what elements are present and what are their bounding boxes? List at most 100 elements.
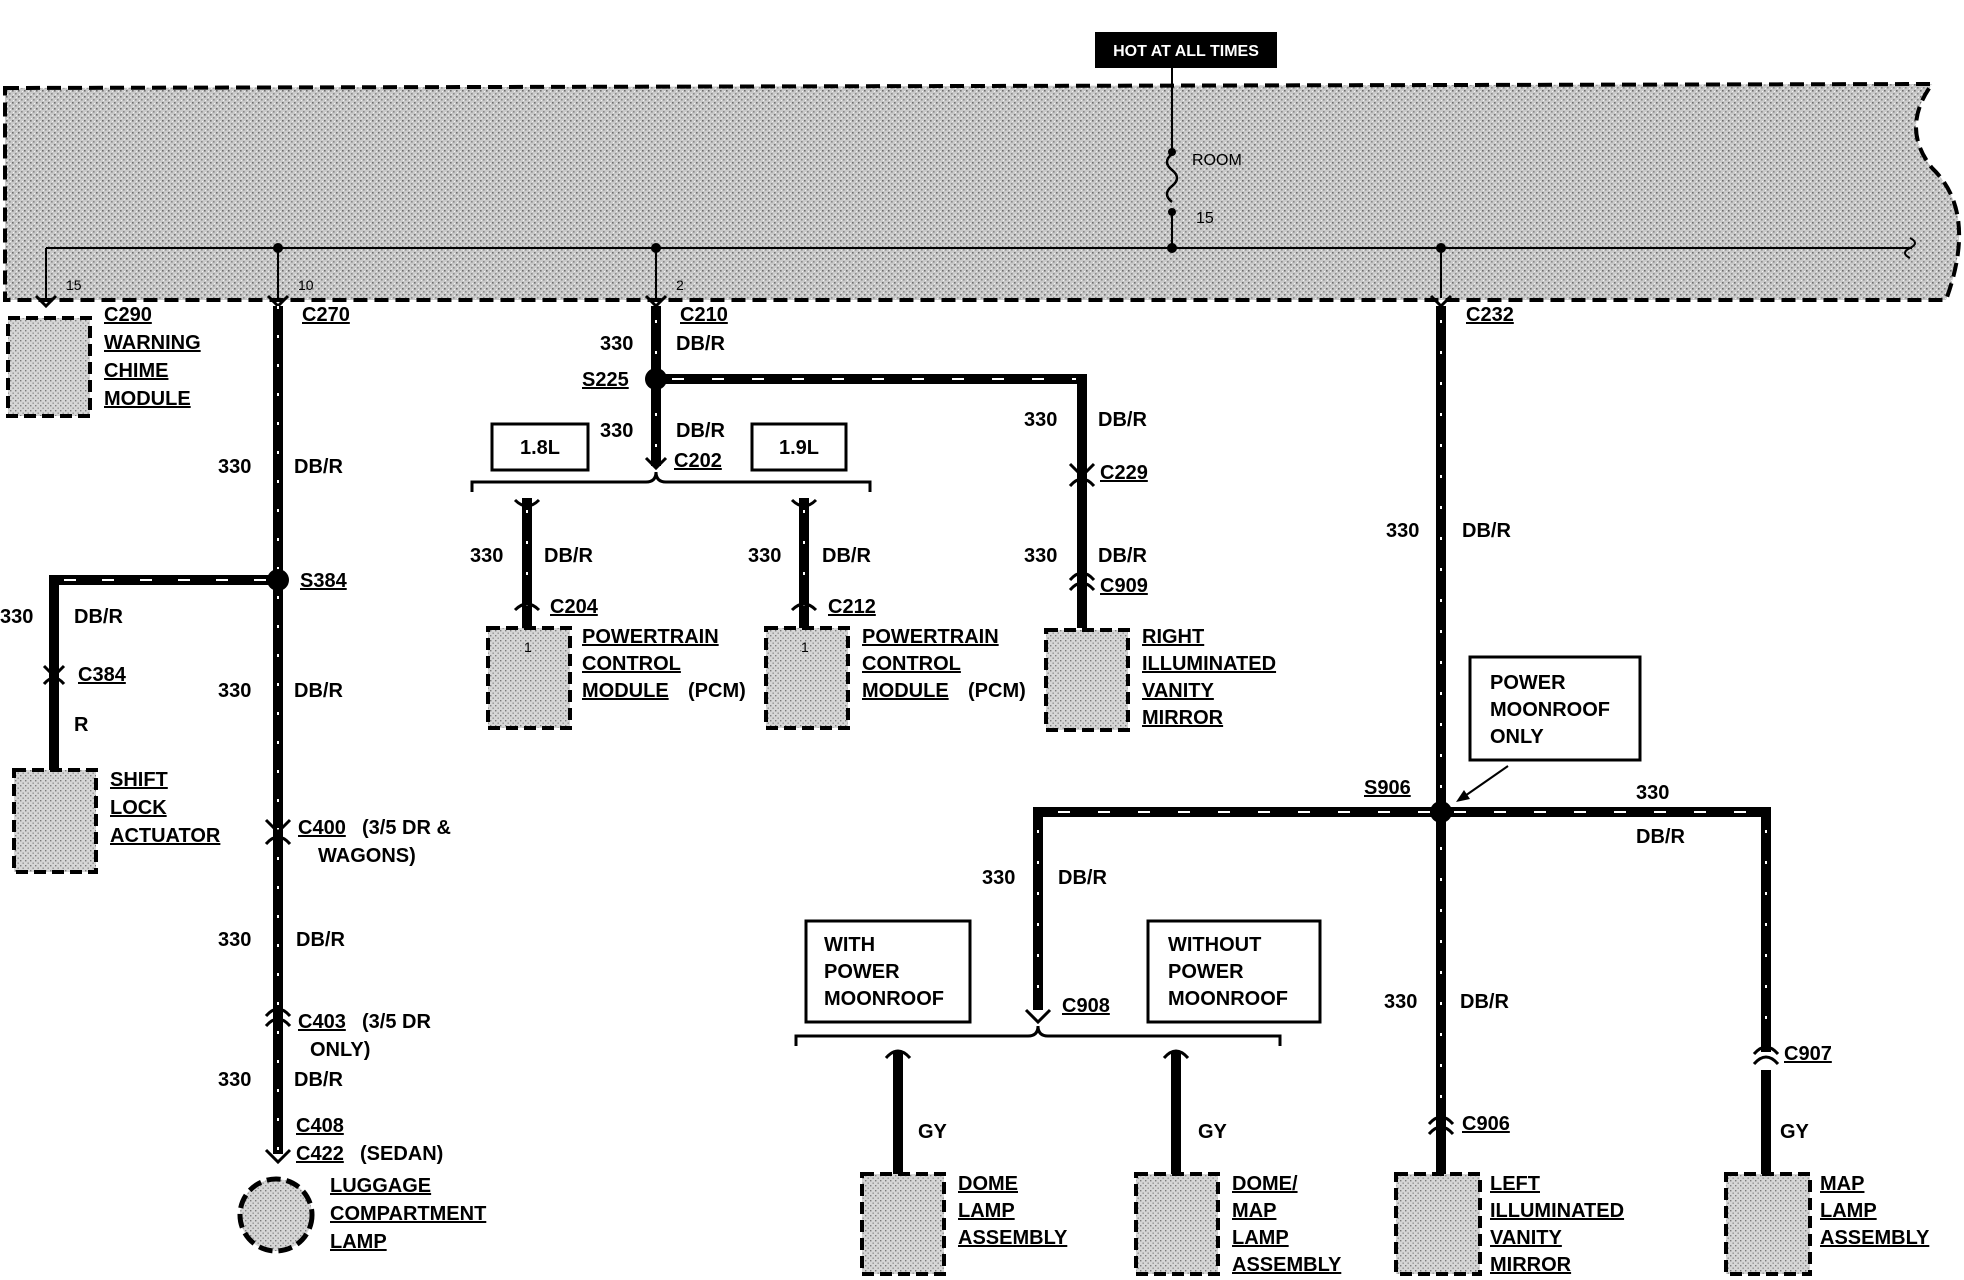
dome-lamp-line3: ASSEMBLY: [958, 1227, 1068, 1249]
power-moonroof-only-line1: POWER: [1490, 672, 1566, 694]
c408-connector-icon: [264, 1148, 292, 1165]
dome-lamp-line1: DOME: [958, 1173, 1018, 1195]
circuit-label: 330: [470, 545, 503, 567]
c408-label: C408: [296, 1115, 344, 1137]
moonroof-option-bracket: [794, 1025, 1282, 1046]
without-power-moonroof-box: [1146, 919, 1322, 1024]
dome-map-lamp-line4: ASSEMBLY: [1232, 1254, 1342, 1276]
c907-connector-icon: [1752, 1045, 1780, 1066]
circuit-label: 330: [1024, 409, 1057, 431]
dome-map-lamp-line2: MAP: [1232, 1200, 1276, 1222]
c909-label: C909: [1100, 575, 1148, 597]
c403-note-a: (3/5 DR: [362, 1011, 431, 1033]
c290-label: C290: [104, 304, 152, 326]
pcm-2-line3: MODULE: [862, 680, 949, 702]
power-moonroof-only-line2: MOONROOF: [1490, 699, 1610, 721]
c403-connector-icon: [264, 1007, 292, 1028]
with-power-moonroof-box: [804, 919, 972, 1024]
left-mirror-line1: LEFT: [1490, 1173, 1540, 1195]
shift-lock-actuator: [12, 768, 98, 874]
color-label: DB/R: [294, 456, 343, 478]
color-label: DB/R: [544, 545, 593, 567]
pcm-1-line1: POWERTRAIN: [582, 626, 719, 648]
circuit-label: 330: [600, 420, 633, 442]
tap-label-2: 2: [676, 277, 684, 293]
circuit-label: 330: [218, 1069, 251, 1091]
dome-map-lamp-line3: LAMP: [1232, 1227, 1289, 1249]
color-label: DB/R: [822, 545, 871, 567]
circuit-label: 330: [748, 545, 781, 567]
dome-map-lamp-line1: DOME/: [1232, 1173, 1298, 1195]
color-label: DB/R: [294, 1069, 343, 1091]
c202-connector-icon: [644, 456, 668, 471]
pcm-2-line1: POWERTRAIN: [862, 626, 999, 648]
c202-label: C202: [674, 450, 722, 472]
c403-label: C403: [298, 1011, 346, 1033]
color-label: DB/R: [1058, 867, 1107, 889]
with-power-moonroof-line2: POWER: [824, 961, 900, 983]
circuit-label: 330: [982, 867, 1015, 889]
pcm-1-line2: CONTROL: [582, 653, 681, 675]
without-power-moonroof-line2: POWER: [1168, 961, 1244, 983]
circuit-label: 330: [600, 333, 633, 355]
s906-label: S906: [1364, 777, 1411, 799]
s384-label: S384: [300, 570, 348, 592]
color-label: DB/R: [74, 606, 123, 628]
luggage-compartment-lamp: [237, 1176, 315, 1254]
c229-connector-icon: [1068, 462, 1096, 488]
c906-connector-icon: [1427, 1115, 1455, 1136]
c212-label: C212: [828, 596, 876, 618]
left-mirror-line2: ILLUMINATED: [1490, 1200, 1624, 1222]
wire-s384-branch: [49, 575, 278, 770]
c400-note-b: WAGONS): [318, 845, 416, 867]
circuit-label: 330: [1024, 545, 1057, 567]
pcm-2-suffix: (PCM): [968, 680, 1026, 702]
map-lamp-assembly: [1724, 1172, 1812, 1276]
wire-s906-right: [1441, 807, 1771, 1052]
dome-map-lamp-assembly: [1134, 1172, 1220, 1276]
with-power-moonroof-line3: MOONROOF: [824, 988, 944, 1010]
without-power-moonroof-line3: MOONROOF: [1168, 988, 1288, 1010]
circuit-label: 330: [218, 456, 251, 478]
color-label: DB/R: [1636, 826, 1685, 848]
pcm-1-line3: MODULE: [582, 680, 669, 702]
color-label-gy: GY: [1198, 1121, 1228, 1143]
warning-chime-line3: MODULE: [104, 388, 191, 410]
c290-connector-icon: [34, 294, 58, 309]
c270-label: C270: [302, 304, 350, 326]
power-moonroof-only-line3: ONLY: [1490, 726, 1544, 748]
c400-label: C400: [298, 817, 346, 839]
engine-option-1-9l: 1.9L: [779, 437, 819, 459]
circuit-label: 330: [218, 929, 251, 951]
shift-lock-line2: LOCK: [110, 797, 167, 819]
right-mirror-line1: RIGHT: [1142, 626, 1204, 648]
circuit-label: 330: [1386, 520, 1419, 542]
pcm-module-2: [764, 626, 850, 730]
s225-label: S225: [582, 369, 629, 391]
note-arrow: [1461, 765, 1509, 799]
engine-option-bracket: [470, 471, 872, 492]
warning-chime-module: [6, 316, 92, 418]
tap-label-15: 15: [66, 277, 82, 293]
pcm-1-suffix: (PCM): [688, 680, 746, 702]
c908-connector-icon: [1024, 1008, 1052, 1025]
color-label: DB/R: [1098, 409, 1147, 431]
right-mirror-line3: VANITY: [1142, 680, 1215, 702]
power-moonroof-only-box: [1468, 655, 1642, 762]
map-lamp-line2: LAMP: [1820, 1200, 1877, 1222]
luggage-lamp-line1: LUGGAGE: [330, 1175, 431, 1197]
color-label: DB/R: [294, 680, 343, 702]
room-fuse-number: 15: [1196, 210, 1214, 227]
room-fuse-icon: [1165, 153, 1179, 203]
c403-note-b: ONLY): [310, 1039, 370, 1061]
c422-note: (SEDAN): [360, 1143, 443, 1165]
color-label-gy: GY: [1780, 1121, 1810, 1143]
color-label: DB/R: [1098, 545, 1147, 567]
c906-label: C906: [1462, 1113, 1510, 1135]
left-mirror-line3: VANITY: [1490, 1227, 1563, 1249]
warning-chime-line1: WARNING: [104, 332, 201, 354]
fuse-panel-housing: [3, 81, 1962, 302]
c400-connector-icon: [264, 818, 292, 846]
pcm-1-pin: 1: [524, 639, 532, 655]
dome-lamp-line2: LAMP: [958, 1200, 1015, 1222]
